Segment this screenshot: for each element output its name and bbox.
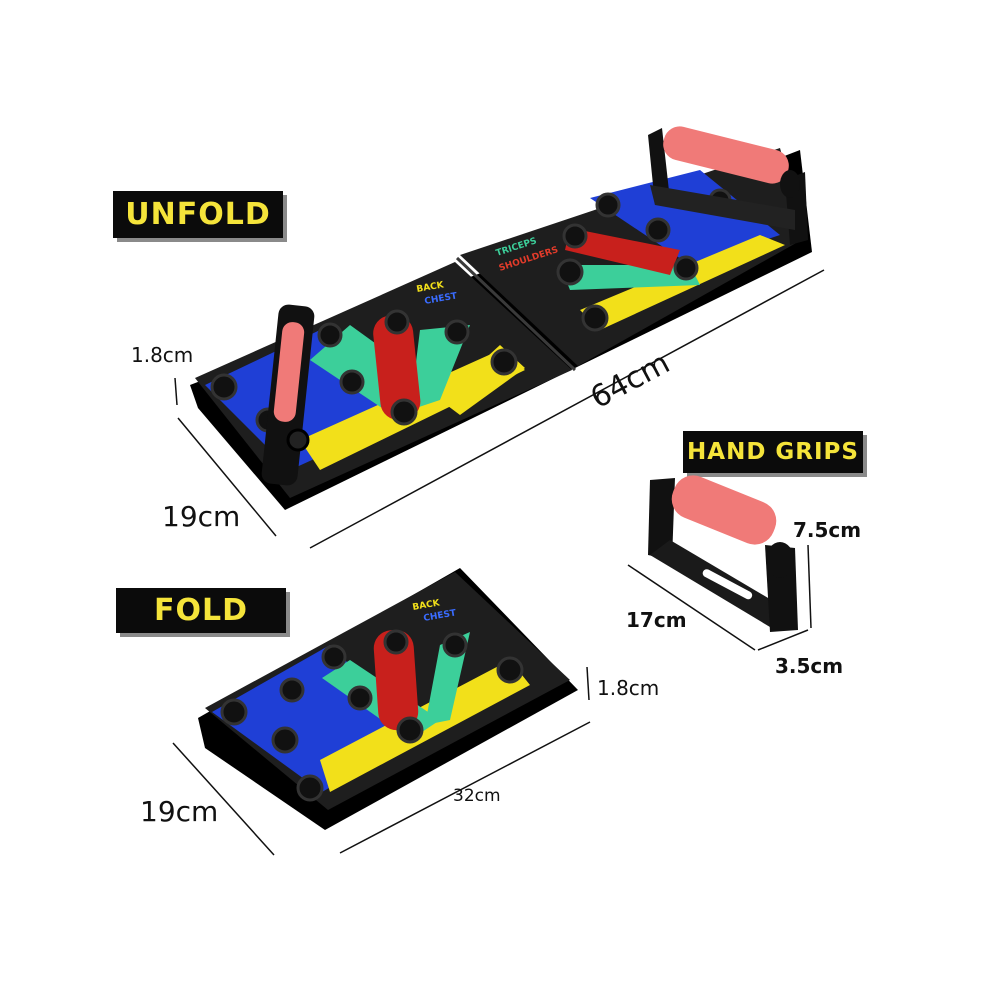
unfolded-board: BACK CHEST TRICEPS SHOULDERS <box>190 126 812 510</box>
hand-grips-label: HAND GRIPS <box>683 431 863 473</box>
folded-board: BACK CHEST <box>198 568 578 830</box>
unfold-right-handle <box>648 126 808 245</box>
fold-red-arm <box>373 629 419 731</box>
unfold-left-handle <box>261 304 315 486</box>
unfold-right-blue <box>590 170 780 265</box>
grip-height-label: 7.5cm <box>793 518 862 542</box>
unfold-height-label: 1.8cm <box>131 343 194 367</box>
unfold-green-arm <box>410 325 470 410</box>
fold-label: FOLD <box>116 588 286 633</box>
unfold-red-arm <box>373 314 421 420</box>
fold-height-label: 1.8cm <box>597 676 660 700</box>
unfold-width-label: 19cm <box>162 500 241 533</box>
fold-width-label: 19cm <box>140 795 219 828</box>
grip-width-label: 3.5cm <box>775 654 844 678</box>
hand-grip <box>648 475 798 632</box>
unfold-right-red <box>565 228 680 275</box>
unfold-label: UNFOLD <box>113 191 283 238</box>
unfold-back-text: BACK <box>416 280 446 295</box>
dimension-lines <box>172 269 825 856</box>
grip-length-label: 17cm <box>626 608 687 632</box>
fold-length-label: 32cm <box>453 786 501 806</box>
fold-back-text: BACK <box>412 598 442 613</box>
